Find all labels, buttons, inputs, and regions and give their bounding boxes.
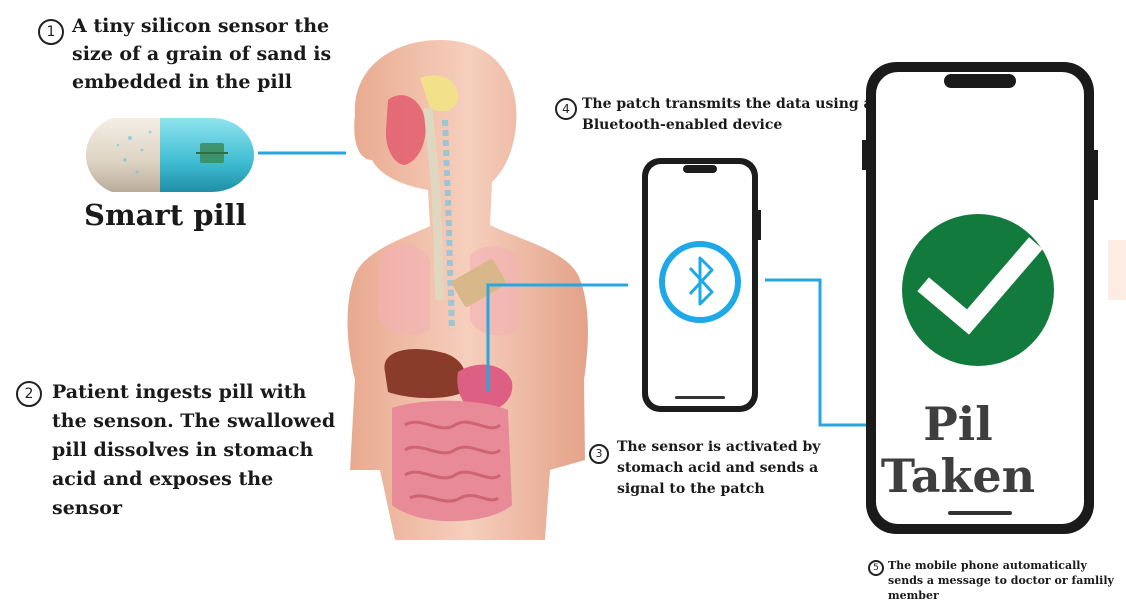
step-5-number: 5: [868, 560, 884, 576]
phone-screen-message: Pil Taken: [878, 398, 1038, 502]
step-2-text: Patient ingests pill with the senson. Th…: [52, 378, 342, 523]
phone-screen-line1: Pil: [878, 398, 1038, 450]
step-4-text: The patch transmits the data using a Blu…: [582, 94, 882, 136]
small-phone-device: [642, 158, 761, 412]
phone-to-phone-connector: [765, 280, 872, 425]
phone-screen-line2: Taken: [878, 450, 1038, 502]
step-3-number: 3: [589, 444, 609, 464]
smart-pill-label: Smart pill: [84, 198, 247, 232]
step-1-number: 1: [38, 19, 64, 45]
smart-pill-capsule: [86, 118, 254, 192]
human-torso-illustration: [348, 40, 588, 540]
step-4-number: 4: [555, 98, 577, 120]
step-2-number: 2: [16, 381, 42, 407]
edge-highlight: [1108, 240, 1126, 300]
step-3-text: The sensor is activated by stomach acid …: [617, 437, 837, 500]
step-1-text: A tiny silicon sensor the size of a grai…: [72, 12, 347, 96]
step-5-text: The mobile phone automatically sends a m…: [888, 558, 1118, 603]
